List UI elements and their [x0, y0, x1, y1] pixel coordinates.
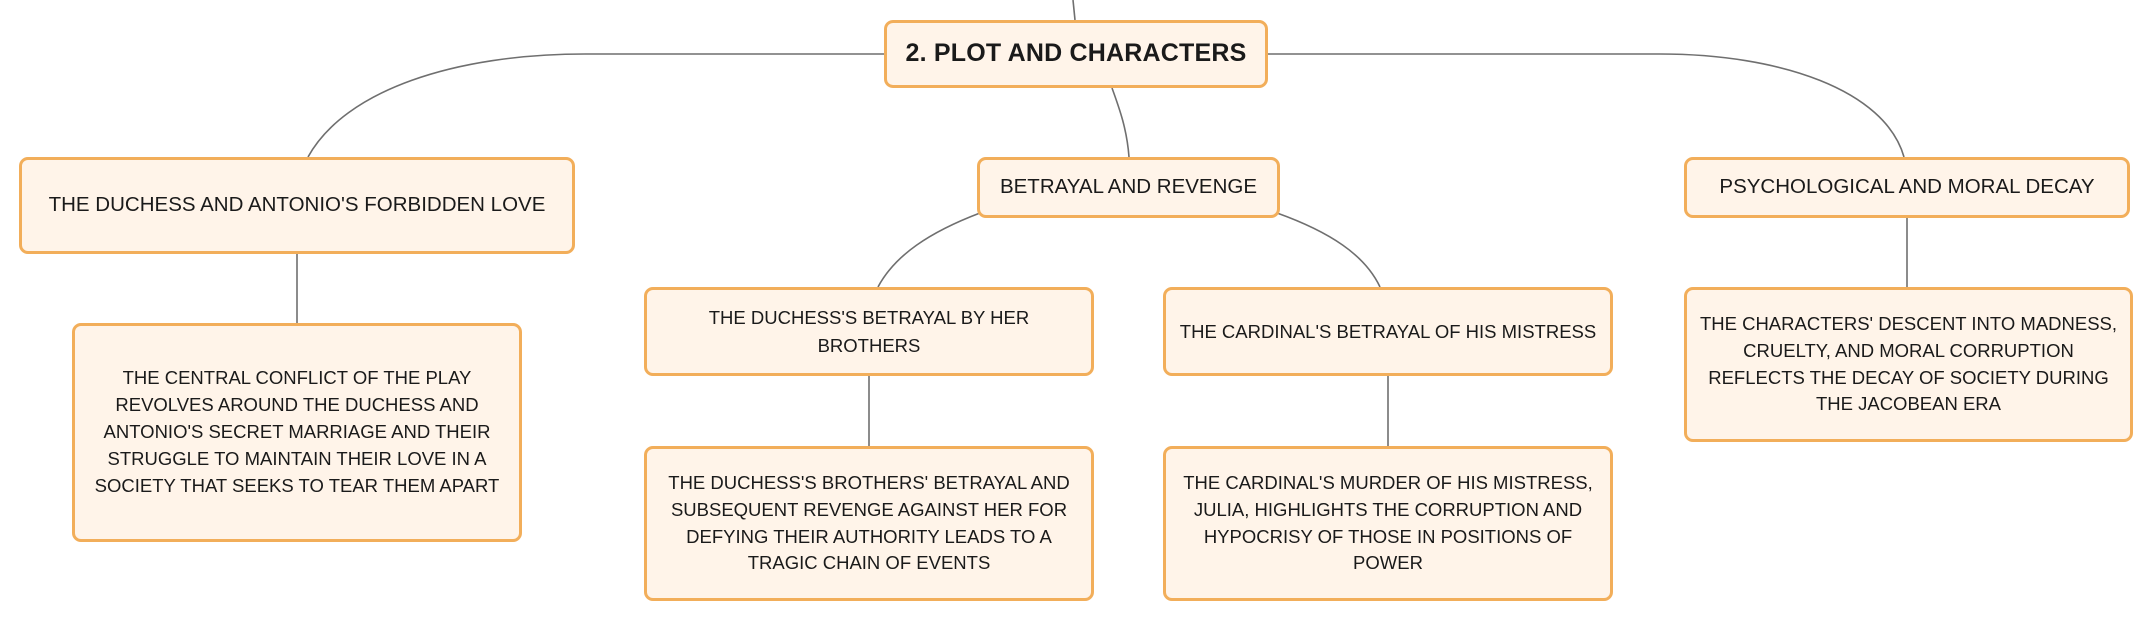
subtopic-node-label: THE CARDINAL'S BETRAYAL OF HIS MISTRESS	[1179, 320, 1597, 342]
topic-node-label: PSYCHOLOGICAL AND MORAL DECAY	[1719, 175, 2095, 199]
root-node-label: 2. PLOT AND CHARACTERS	[905, 39, 1247, 68]
subtopic-node-label: THE DUCHESS'S BETRAYAL BY HER BROTHERS	[708, 306, 1030, 356]
detail-node-forbidden-love[interactable]: THE CENTRAL CONFLICT OF THE PLAY REVOLVE…	[72, 323, 522, 542]
detail-node-text: THE DUCHESS'S BROTHERS' BETRAYAL AND SUB…	[668, 471, 1070, 574]
connector-root-to-love	[307, 53, 884, 158]
topic-node-betrayal-and-revenge[interactable]: BETRAYAL AND REVENGE	[977, 157, 1280, 218]
detail-node-text: THE CENTRAL CONFLICT OF THE PLAY REVOLVE…	[94, 367, 500, 496]
detail-node-text: THE CARDINAL'S MURDER OF HIS MISTRESS, J…	[1183, 471, 1593, 574]
connector-root-incoming	[1072, 0, 1076, 21]
detail-node-duchess-betrayal[interactable]: THE DUCHESS'S BROTHERS' BETRAYAL AND SUB…	[644, 446, 1094, 601]
root-node[interactable]: 2. PLOT AND CHARACTERS	[884, 20, 1268, 88]
connector-betrayal-to-sub1	[877, 212, 981, 288]
connector-root-to-betrayal	[1111, 87, 1130, 158]
connector-betrayal-to-sub2	[1276, 212, 1381, 288]
topic-node-label: THE DUCHESS AND ANTONIO'S FORBIDDEN LOVE	[48, 193, 546, 217]
detail-node-text: THE CHARACTERS' DESCENT INTO MADNESS, CR…	[1699, 312, 2118, 415]
topic-node-forbidden-love[interactable]: THE DUCHESS AND ANTONIO'S FORBIDDEN LOVE	[19, 157, 575, 254]
topic-node-psychological-decay[interactable]: PSYCHOLOGICAL AND MORAL DECAY	[1684, 157, 2130, 218]
subtopic-node-cardinal-betrayal[interactable]: THE CARDINAL'S BETRAYAL OF HIS MISTRESS	[1163, 287, 1613, 376]
detail-node-psychological-decay[interactable]: THE CHARACTERS' DESCENT INTO MADNESS, CR…	[1684, 287, 2133, 442]
connector-root-to-psych	[1268, 53, 1905, 158]
topic-node-label: BETRAYAL AND REVENGE	[999, 175, 1258, 199]
subtopic-node-duchess-betrayal[interactable]: THE DUCHESS'S BETRAYAL BY HER BROTHERS	[644, 287, 1094, 376]
detail-node-cardinal-betrayal[interactable]: THE CARDINAL'S MURDER OF HIS MISTRESS, J…	[1163, 446, 1613, 601]
